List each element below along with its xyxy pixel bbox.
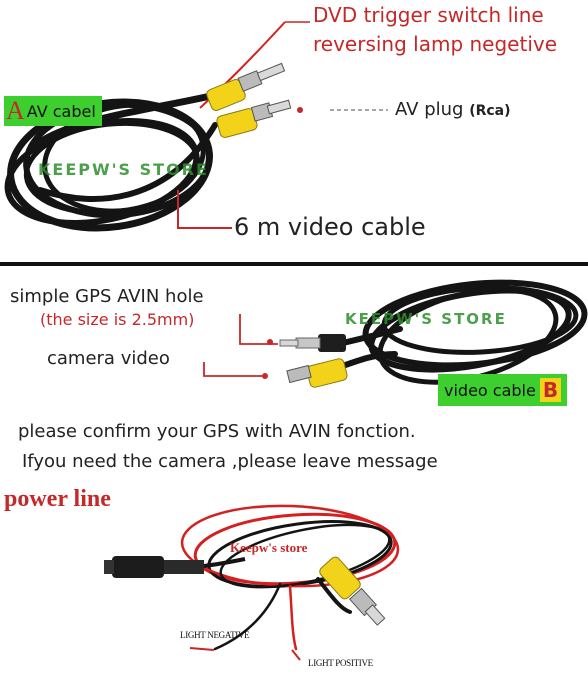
av-cable-tag-label: AV cabel	[26, 101, 96, 121]
video-cable-illustration	[203, 279, 588, 388]
light-positive-label: LIGHT POSITIVE	[308, 658, 373, 668]
power-line-panel: power line Keepw's store LIGHT NEGATIVE …	[0, 484, 588, 686]
gps-pointer-dot	[267, 339, 273, 345]
panel-divider-1	[0, 262, 588, 266]
length-pointer-line	[177, 190, 232, 229]
av-cable-tag-letter: A	[6, 96, 25, 125]
av-cable-tag: A AV cabel	[4, 96, 102, 126]
dvd-trigger-label: DVD trigger switch line	[313, 3, 544, 27]
gps-avin-label: simple GPS AVIN hole	[10, 286, 204, 307]
power-wire-coil	[180, 504, 400, 651]
cable-length-label: 6 m video cable	[234, 213, 426, 241]
power-rca-plug	[319, 556, 386, 626]
camera-pointer-dot	[262, 373, 268, 379]
av-cable-panel: DVD trigger switch line reversing lamp n…	[0, 0, 588, 262]
store-watermark-3: Keepw's store	[230, 540, 308, 555]
power-line-illustration	[104, 504, 400, 661]
camera-rca-plug	[286, 358, 348, 388]
gps-jack-plug	[279, 334, 346, 352]
rca-plug-upper	[206, 62, 286, 111]
positive-wire-end	[291, 649, 301, 661]
video-cable-tag: video cable B	[438, 374, 568, 406]
light-negative-label: LIGHT NEGATIVE	[180, 630, 250, 640]
store-watermark-2: KEEPW'S STORE	[345, 310, 507, 328]
avin-confirm-note: please confirm your GPS with AVIN foncti…	[18, 421, 416, 442]
store-watermark: KEEPW'S STORE	[38, 160, 209, 179]
camera-pointer-line	[203, 362, 262, 377]
rca-plug-lower	[216, 99, 292, 138]
leave-message-note: Ifyou need the camera ,please leave mess…	[22, 451, 438, 472]
av-cable-illustration	[4, 21, 388, 232]
av-plug-text: AV plug	[395, 99, 464, 120]
camera-video-label: camera video	[47, 348, 170, 369]
video-cable-tag-letter: B	[539, 378, 562, 402]
negative-wire-end	[189, 647, 215, 651]
power-line-title: power line	[4, 486, 111, 512]
video-cable-panel: simple GPS AVIN hole (the size is 2.5mm)…	[0, 264, 588, 484]
four-pin-connector	[104, 556, 246, 578]
jack-size-note: (the size is 2.5mm)	[40, 310, 195, 329]
av-plug-label: AV plug (Rca)	[395, 99, 511, 120]
video-cable-tag-label: video cable	[444, 380, 536, 400]
reversing-lamp-label: reversing lamp negetive	[313, 32, 558, 56]
av-plug-dot	[297, 107, 303, 113]
gps-pointer-line	[239, 314, 278, 345]
av-plug-note: (Rca)	[469, 103, 511, 119]
